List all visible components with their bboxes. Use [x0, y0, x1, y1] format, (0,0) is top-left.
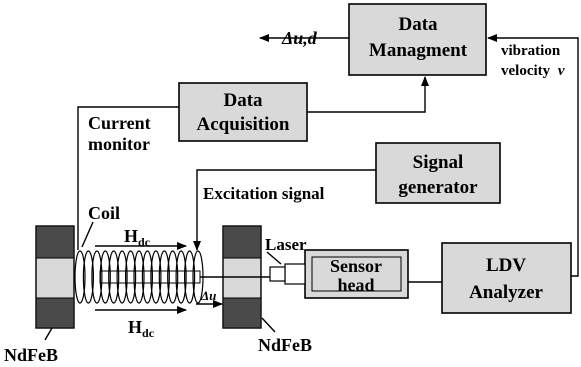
coil-winding [74, 250, 86, 304]
signal-generator-block: Signal generator [375, 142, 501, 204]
data-acquisition-line2: Acquisition [197, 114, 290, 135]
coil-winding [184, 250, 196, 304]
hdc-bottom-main: H [128, 317, 142, 337]
vibration-label-var: v [558, 63, 565, 79]
sensor-head-line1: Sensor [330, 256, 382, 276]
laser-lens [269, 266, 286, 282]
coil-winding [108, 250, 120, 304]
ldv-to-managment-line [487, 34, 579, 277]
coil-winding [116, 250, 128, 304]
coil-winding [175, 250, 187, 304]
vibration-label-line1: vibration [501, 43, 561, 59]
coil-leader-line [81, 221, 94, 248]
coil [74, 250, 204, 304]
ndfeb-right-label: NdFeB [258, 335, 312, 355]
vibration-label-text: velocity [501, 63, 551, 79]
output-label: Δu,d [281, 28, 318, 48]
data-acquisition-block: Data Acquisition [178, 82, 308, 142]
ndfeb-left-leader-line [44, 327, 53, 341]
current-monitor-line1: Current [88, 113, 151, 133]
current-monitor-line [77, 106, 179, 250]
delta-u-label: Δu [200, 288, 216, 303]
ndfeb-right-leader-line [261, 317, 276, 333]
vibration-label-line2: velocity v [501, 63, 565, 79]
ldv-analyzer-line1: LDV [486, 255, 526, 276]
excitation-signal-label: Excitation signal [203, 184, 325, 203]
signal-generator-line1: Signal [413, 152, 464, 173]
coil-winding [158, 250, 170, 304]
excitation-signal-line [193, 169, 376, 251]
coil-winding [133, 250, 145, 304]
laser-nozzle [284, 263, 306, 285]
current-monitor-line2: monitor [88, 134, 150, 154]
data-managment-line1: Data [398, 14, 438, 35]
ldv-analyzer-block: LDV Analyzer [441, 242, 572, 314]
coil-winding [125, 250, 137, 304]
coil-winding [167, 250, 179, 304]
sensor-head-line2: head [337, 275, 374, 295]
laser-label: Laser [265, 235, 307, 254]
data-acquisition-line1: Data [223, 90, 263, 111]
acquisition-to-managment-line [307, 76, 429, 113]
ldv-analyzer-line2: Analyzer [469, 282, 543, 303]
hdc-bottom-label: Hdc [128, 317, 155, 340]
data-managment-line2: Managment [369, 40, 468, 61]
hdc-bottom-sub: dc [142, 326, 155, 340]
laser-leader-line [266, 251, 282, 265]
coil-winding [82, 250, 95, 304]
hdc-top-main: H [124, 226, 138, 246]
coil-winding [91, 250, 103, 304]
hdc-top-label: Hdc [124, 226, 151, 249]
hdc-top-sub: dc [138, 235, 151, 249]
ndfeb-magnet-left [35, 225, 75, 329]
coil-label: Coil [88, 203, 120, 223]
coil-winding [141, 250, 153, 304]
ndfeb-left-label: NdFeB [4, 345, 58, 365]
data-managment-block: Data Managment [348, 3, 487, 76]
sensor-head-block: Sensor head [269, 249, 409, 299]
coil-winding [150, 250, 162, 304]
signal-generator-line2: generator [398, 177, 478, 198]
